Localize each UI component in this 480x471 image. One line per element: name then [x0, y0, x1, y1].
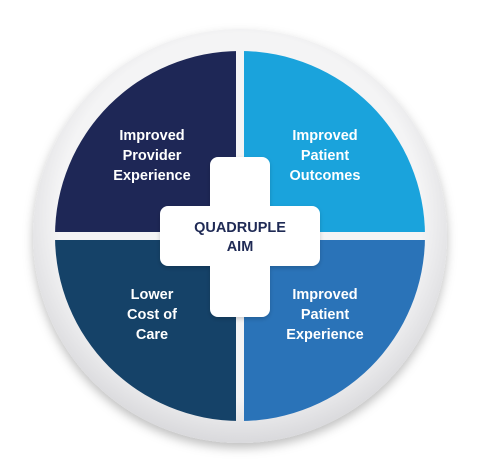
center-line-1: QUADRUPLE	[194, 220, 286, 236]
bl-line-3: Care	[136, 327, 168, 343]
br-line-2: Patient	[301, 307, 350, 323]
br-line-3: Experience	[286, 327, 363, 343]
tr-line-2: Patient	[301, 148, 350, 164]
center-line-2: AIM	[227, 239, 254, 255]
tl-line-1: Improved	[119, 128, 184, 144]
center-cross	[160, 157, 320, 317]
bl-line-2: Cost of	[127, 307, 177, 323]
tl-line-2: Provider	[123, 148, 182, 164]
tr-line-3: Outcomes	[290, 168, 361, 184]
bl-line-1: Lower	[131, 287, 174, 303]
tr-line-1: Improved	[292, 128, 357, 144]
br-line-1: Improved	[292, 287, 357, 303]
cross-horizontal-bar	[160, 206, 320, 266]
tl-line-3: Experience	[113, 168, 190, 184]
